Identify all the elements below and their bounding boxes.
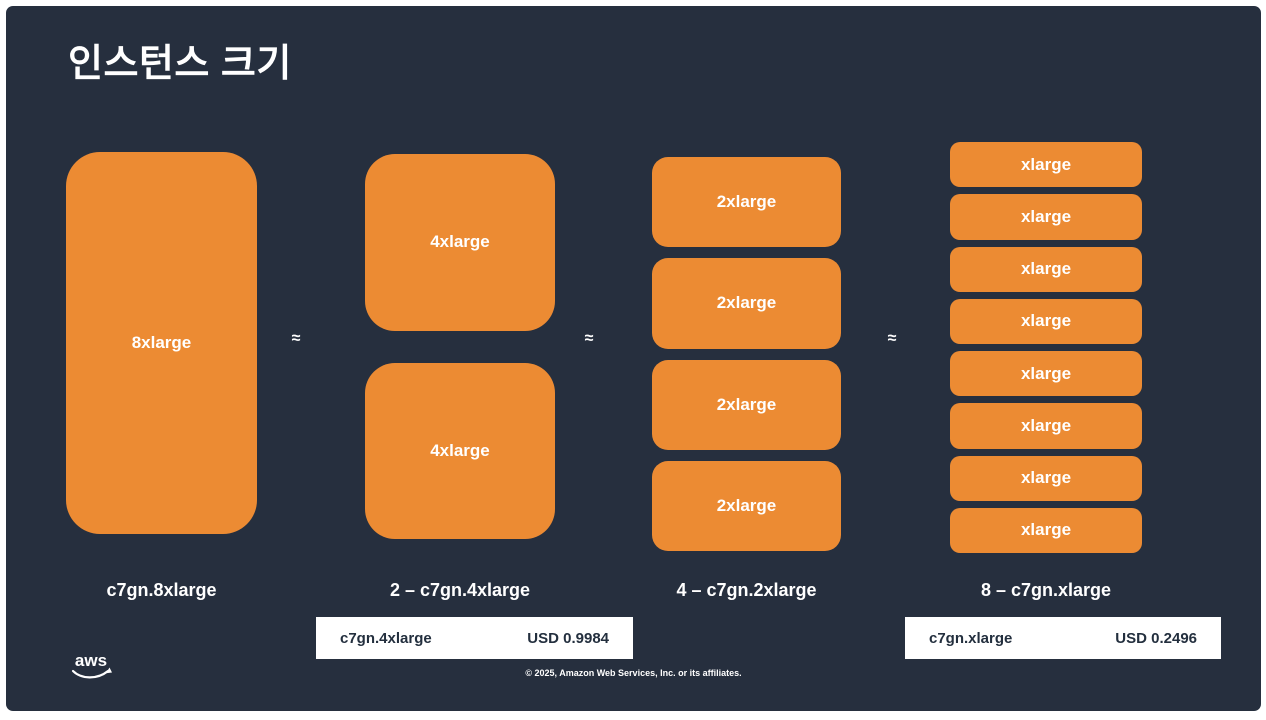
- approx-equal-symbol: ≈: [887, 330, 897, 347]
- aws-logo: aws: [71, 651, 112, 679]
- instance-box: 8xlarge: [66, 152, 257, 534]
- column-caption-4xlarge: 2 – c7gn.4xlarge: [389, 580, 531, 600]
- instance-box: xlarge: [950, 507, 1142, 553]
- instance-box: xlarge: [950, 142, 1142, 188]
- aws-smile-arrow-icon: [106, 667, 112, 674]
- column-4xlarge: 4xlarge 4xlarge: [365, 154, 555, 539]
- instance-box: 4xlarge: [365, 154, 555, 331]
- price-instance-label: c7gn.xlarge: [929, 629, 1013, 647]
- page-title: 인스턴스 크기: [68, 43, 292, 85]
- column-caption-8xlarge: c7gn.8xlarge: [106, 580, 217, 600]
- column-caption-xlarge: 8 – c7gn.xlarge: [980, 580, 1112, 600]
- column-caption-2xlarge: 4 – c7gn.2xlarge: [676, 580, 817, 600]
- approx-equal-symbol: ≈: [584, 330, 594, 347]
- instance-box: xlarge: [950, 298, 1142, 344]
- instance-box: 2xlarge: [652, 460, 841, 551]
- instance-box: 2xlarge: [652, 157, 841, 248]
- instance-box: xlarge: [950, 246, 1142, 292]
- column-2xlarge: 2xlarge 2xlarge 2xlarge 2xlarge: [652, 157, 841, 551]
- slide: 인스턴스 크기 8xlarge ≈ 4xlarge 4xlarge ≈ 2xla…: [6, 6, 1261, 711]
- instance-box: 2xlarge: [652, 359, 841, 450]
- price-instance-label: c7gn.4xlarge: [340, 629, 432, 647]
- price-value: USD 0.9984: [527, 629, 609, 647]
- column-xlarge: xlarge xlarge xlarge xlarge xlarge xlarg…: [950, 142, 1142, 553]
- price-value: USD 0.2496: [1115, 629, 1197, 647]
- instance-box: 2xlarge: [652, 258, 841, 349]
- aws-smile-icon: [71, 669, 110, 679]
- price-tag-xlarge: c7gn.xlarge USD 0.2496: [905, 617, 1221, 659]
- price-tag-4xlarge: c7gn.4xlarge USD 0.9984: [316, 617, 633, 659]
- approx-equal-symbol: ≈: [291, 330, 301, 347]
- instance-box: xlarge: [950, 351, 1142, 397]
- instance-box: xlarge: [950, 403, 1142, 449]
- aws-logo-text: aws: [75, 651, 107, 670]
- instance-box: xlarge: [950, 194, 1142, 240]
- instance-box: xlarge: [950, 455, 1142, 501]
- footer-copyright: © 2025, Amazon Web Services, Inc. or its…: [525, 668, 742, 678]
- column-8xlarge: 8xlarge: [66, 152, 257, 534]
- instance-box: 4xlarge: [365, 362, 555, 539]
